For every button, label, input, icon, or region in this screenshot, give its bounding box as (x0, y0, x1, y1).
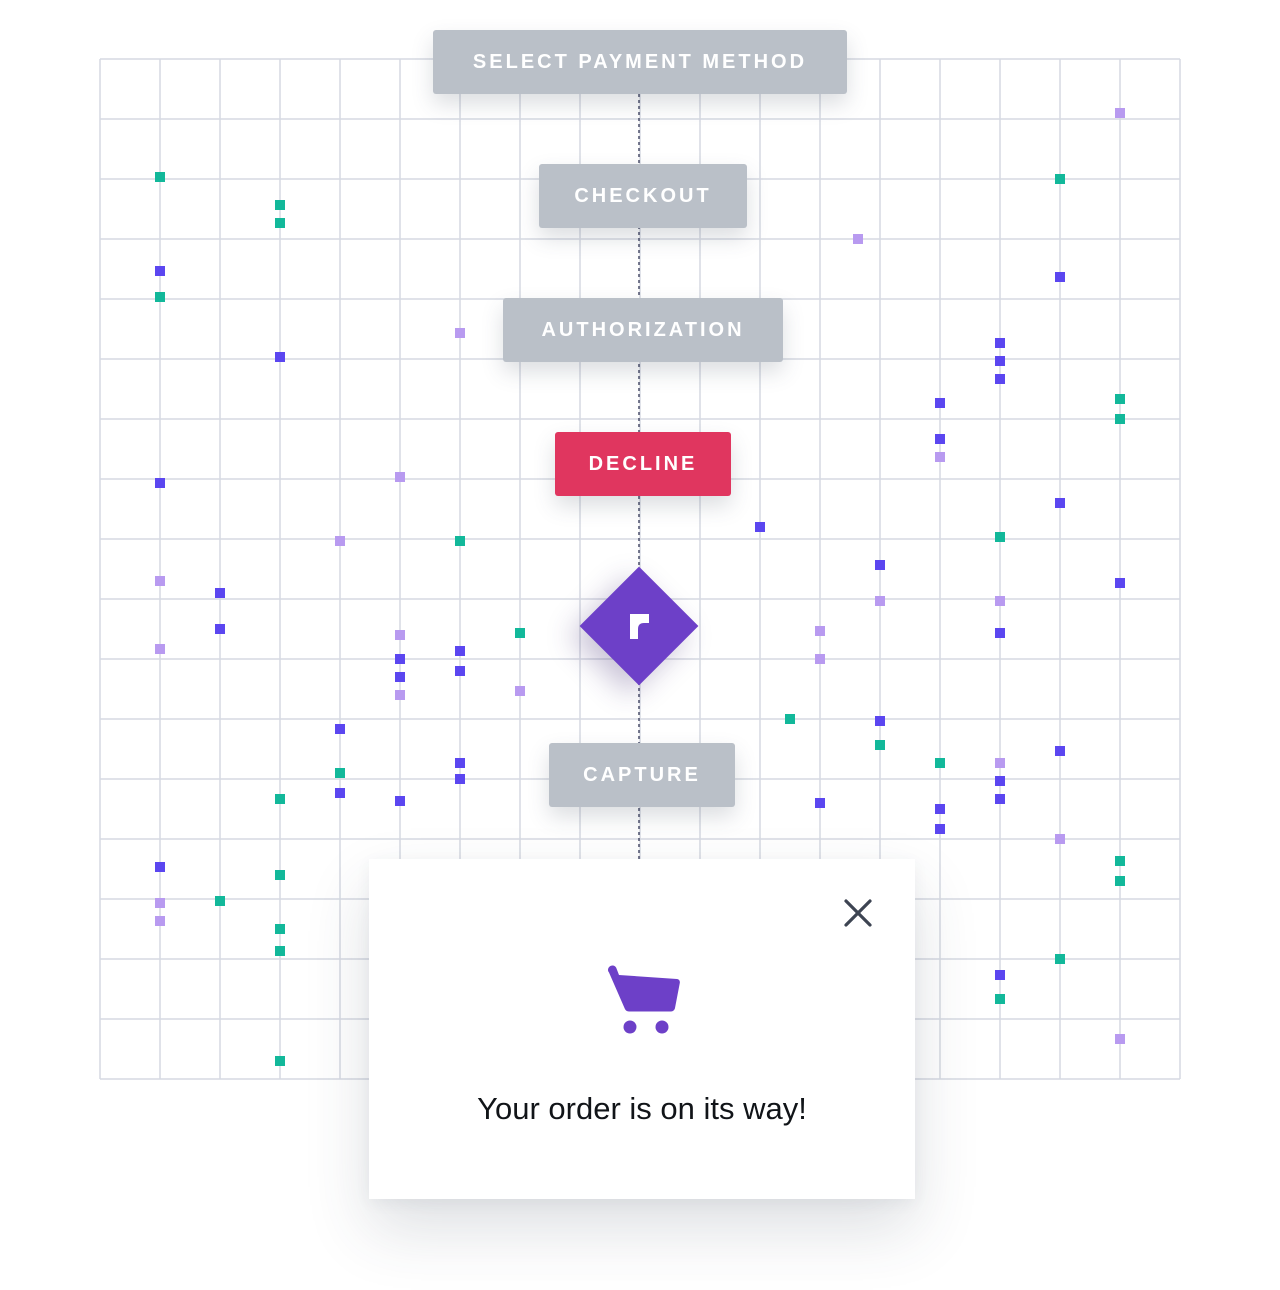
grid-dot (275, 352, 285, 362)
order-toast: Your order is on its way! (369, 859, 915, 1199)
grid-dot (755, 522, 765, 532)
grid-dot (995, 374, 1005, 384)
grid-dot (155, 916, 165, 926)
toast-message: Your order is on its way! (477, 1091, 807, 1126)
grid-dot (875, 740, 885, 750)
grid-dot (275, 870, 285, 880)
grid-dot (1055, 834, 1065, 844)
grid-dot (995, 532, 1005, 542)
grid-dot (995, 758, 1005, 768)
brand-logo-icon (630, 614, 649, 639)
grid-dot (215, 624, 225, 634)
step-label: DECLINE (588, 452, 698, 475)
grid-dot (815, 798, 825, 808)
grid-dot (155, 478, 165, 488)
grid-dot (455, 666, 465, 676)
step-checkout: CHECKOUT (539, 164, 747, 228)
grid-dot (455, 774, 465, 784)
grid-dot (395, 672, 405, 682)
grid-dot (515, 628, 525, 638)
grid-dot (935, 758, 945, 768)
grid-dot (155, 898, 165, 908)
grid-dot (395, 654, 405, 664)
grid-dot (275, 794, 285, 804)
grid-dot (995, 356, 1005, 366)
grid-dot (995, 994, 1005, 1004)
grid-dot (455, 758, 465, 768)
grid-dot (155, 644, 165, 654)
grid-dot (875, 596, 885, 606)
grid-dot (275, 1056, 285, 1066)
step-select-payment-method: SELECT PAYMENT METHOD (433, 30, 847, 94)
grid-dot (995, 628, 1005, 638)
grid-dot (155, 576, 165, 586)
grid-dot (155, 266, 165, 276)
grid-dot (995, 970, 1005, 980)
step-label: SELECT PAYMENT METHOD (472, 50, 808, 73)
grid-dot (1055, 498, 1065, 508)
grid-dot (935, 452, 945, 462)
grid-dot (275, 200, 285, 210)
grid-dot (995, 596, 1005, 606)
grid-dot (1115, 108, 1125, 118)
grid-dot (1115, 394, 1125, 404)
grid-dot (395, 796, 405, 806)
step-label: CHECKOUT (574, 184, 712, 207)
grid-dot (155, 292, 165, 302)
grid-dot (395, 630, 405, 640)
grid-dot (935, 398, 945, 408)
grid-dot (275, 946, 285, 956)
grid-dot (935, 804, 945, 814)
grid-dot (935, 824, 945, 834)
grid-dot (275, 218, 285, 228)
grid-dot (1055, 174, 1065, 184)
step-capture: CAPTURE (549, 743, 735, 807)
grid-dot (815, 654, 825, 664)
grid-dot (335, 788, 345, 798)
grid-dot (815, 626, 825, 636)
shopping-cart-icon (608, 965, 680, 1034)
step-label: CAPTURE (583, 763, 701, 786)
grid-dot (995, 776, 1005, 786)
grid-dot (785, 714, 795, 724)
grid-dot (1115, 578, 1125, 588)
step-authorization: AUTHORIZATION (503, 298, 783, 362)
grid-dot (935, 434, 945, 444)
grid-dot (995, 338, 1005, 348)
grid-dot (875, 716, 885, 726)
scattered-dots (155, 108, 1125, 1066)
grid-dot (455, 328, 465, 338)
grid-dot (275, 924, 285, 934)
close-icon[interactable] (842, 897, 874, 929)
grid-dot (455, 646, 465, 656)
grid-dot (515, 686, 525, 696)
step-label: AUTHORIZATION (541, 318, 745, 341)
grid-dot (335, 724, 345, 734)
grid-dot (215, 896, 225, 906)
grid-dot (155, 172, 165, 182)
step-decline: DECLINE (555, 432, 731, 496)
grid-dot (1115, 414, 1125, 424)
grid-dot (995, 794, 1005, 804)
grid-dot (1115, 856, 1125, 866)
grid-dot (853, 234, 863, 244)
grid-dot (395, 690, 405, 700)
grid-dot (215, 588, 225, 598)
grid-dot (455, 536, 465, 546)
grid-dot (335, 768, 345, 778)
grid-dot (1115, 876, 1125, 886)
grid-dot (1055, 272, 1065, 282)
grid-dot (1115, 1034, 1125, 1044)
grid-dot (875, 560, 885, 570)
grid-dot (335, 536, 345, 546)
grid-dot (395, 472, 405, 482)
grid-dot (1055, 954, 1065, 964)
grid-dot (1055, 746, 1065, 756)
grid-dot (155, 862, 165, 872)
